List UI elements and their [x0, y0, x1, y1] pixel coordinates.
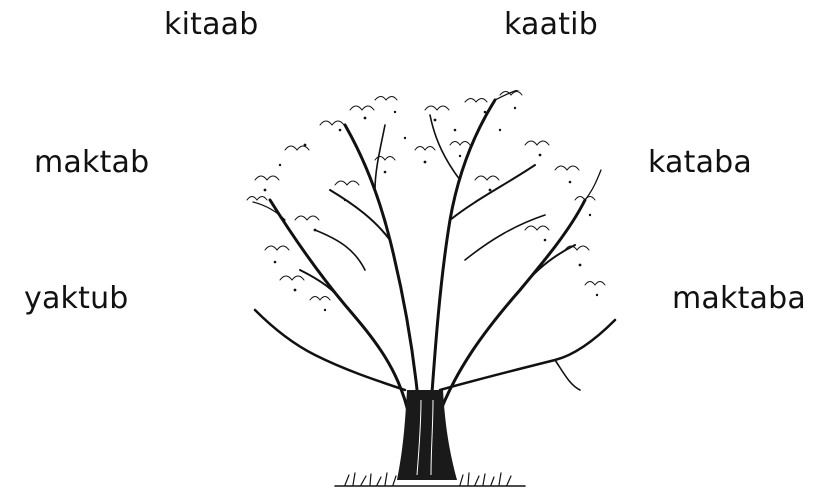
tree-branches: [253, 90, 615, 420]
word-kaatib: kaatib: [504, 10, 598, 40]
word-yaktub: yaktub: [24, 284, 129, 314]
word-kataba: kataba: [648, 148, 752, 178]
word-maktab: maktab: [34, 148, 149, 178]
tree-leaf-dots: [264, 107, 599, 311]
tree-icon: [225, 90, 635, 490]
tree-foliage: [247, 92, 605, 301]
word-maktaba: maktaba: [672, 284, 806, 314]
word-kitaab: kitaab: [164, 10, 258, 40]
